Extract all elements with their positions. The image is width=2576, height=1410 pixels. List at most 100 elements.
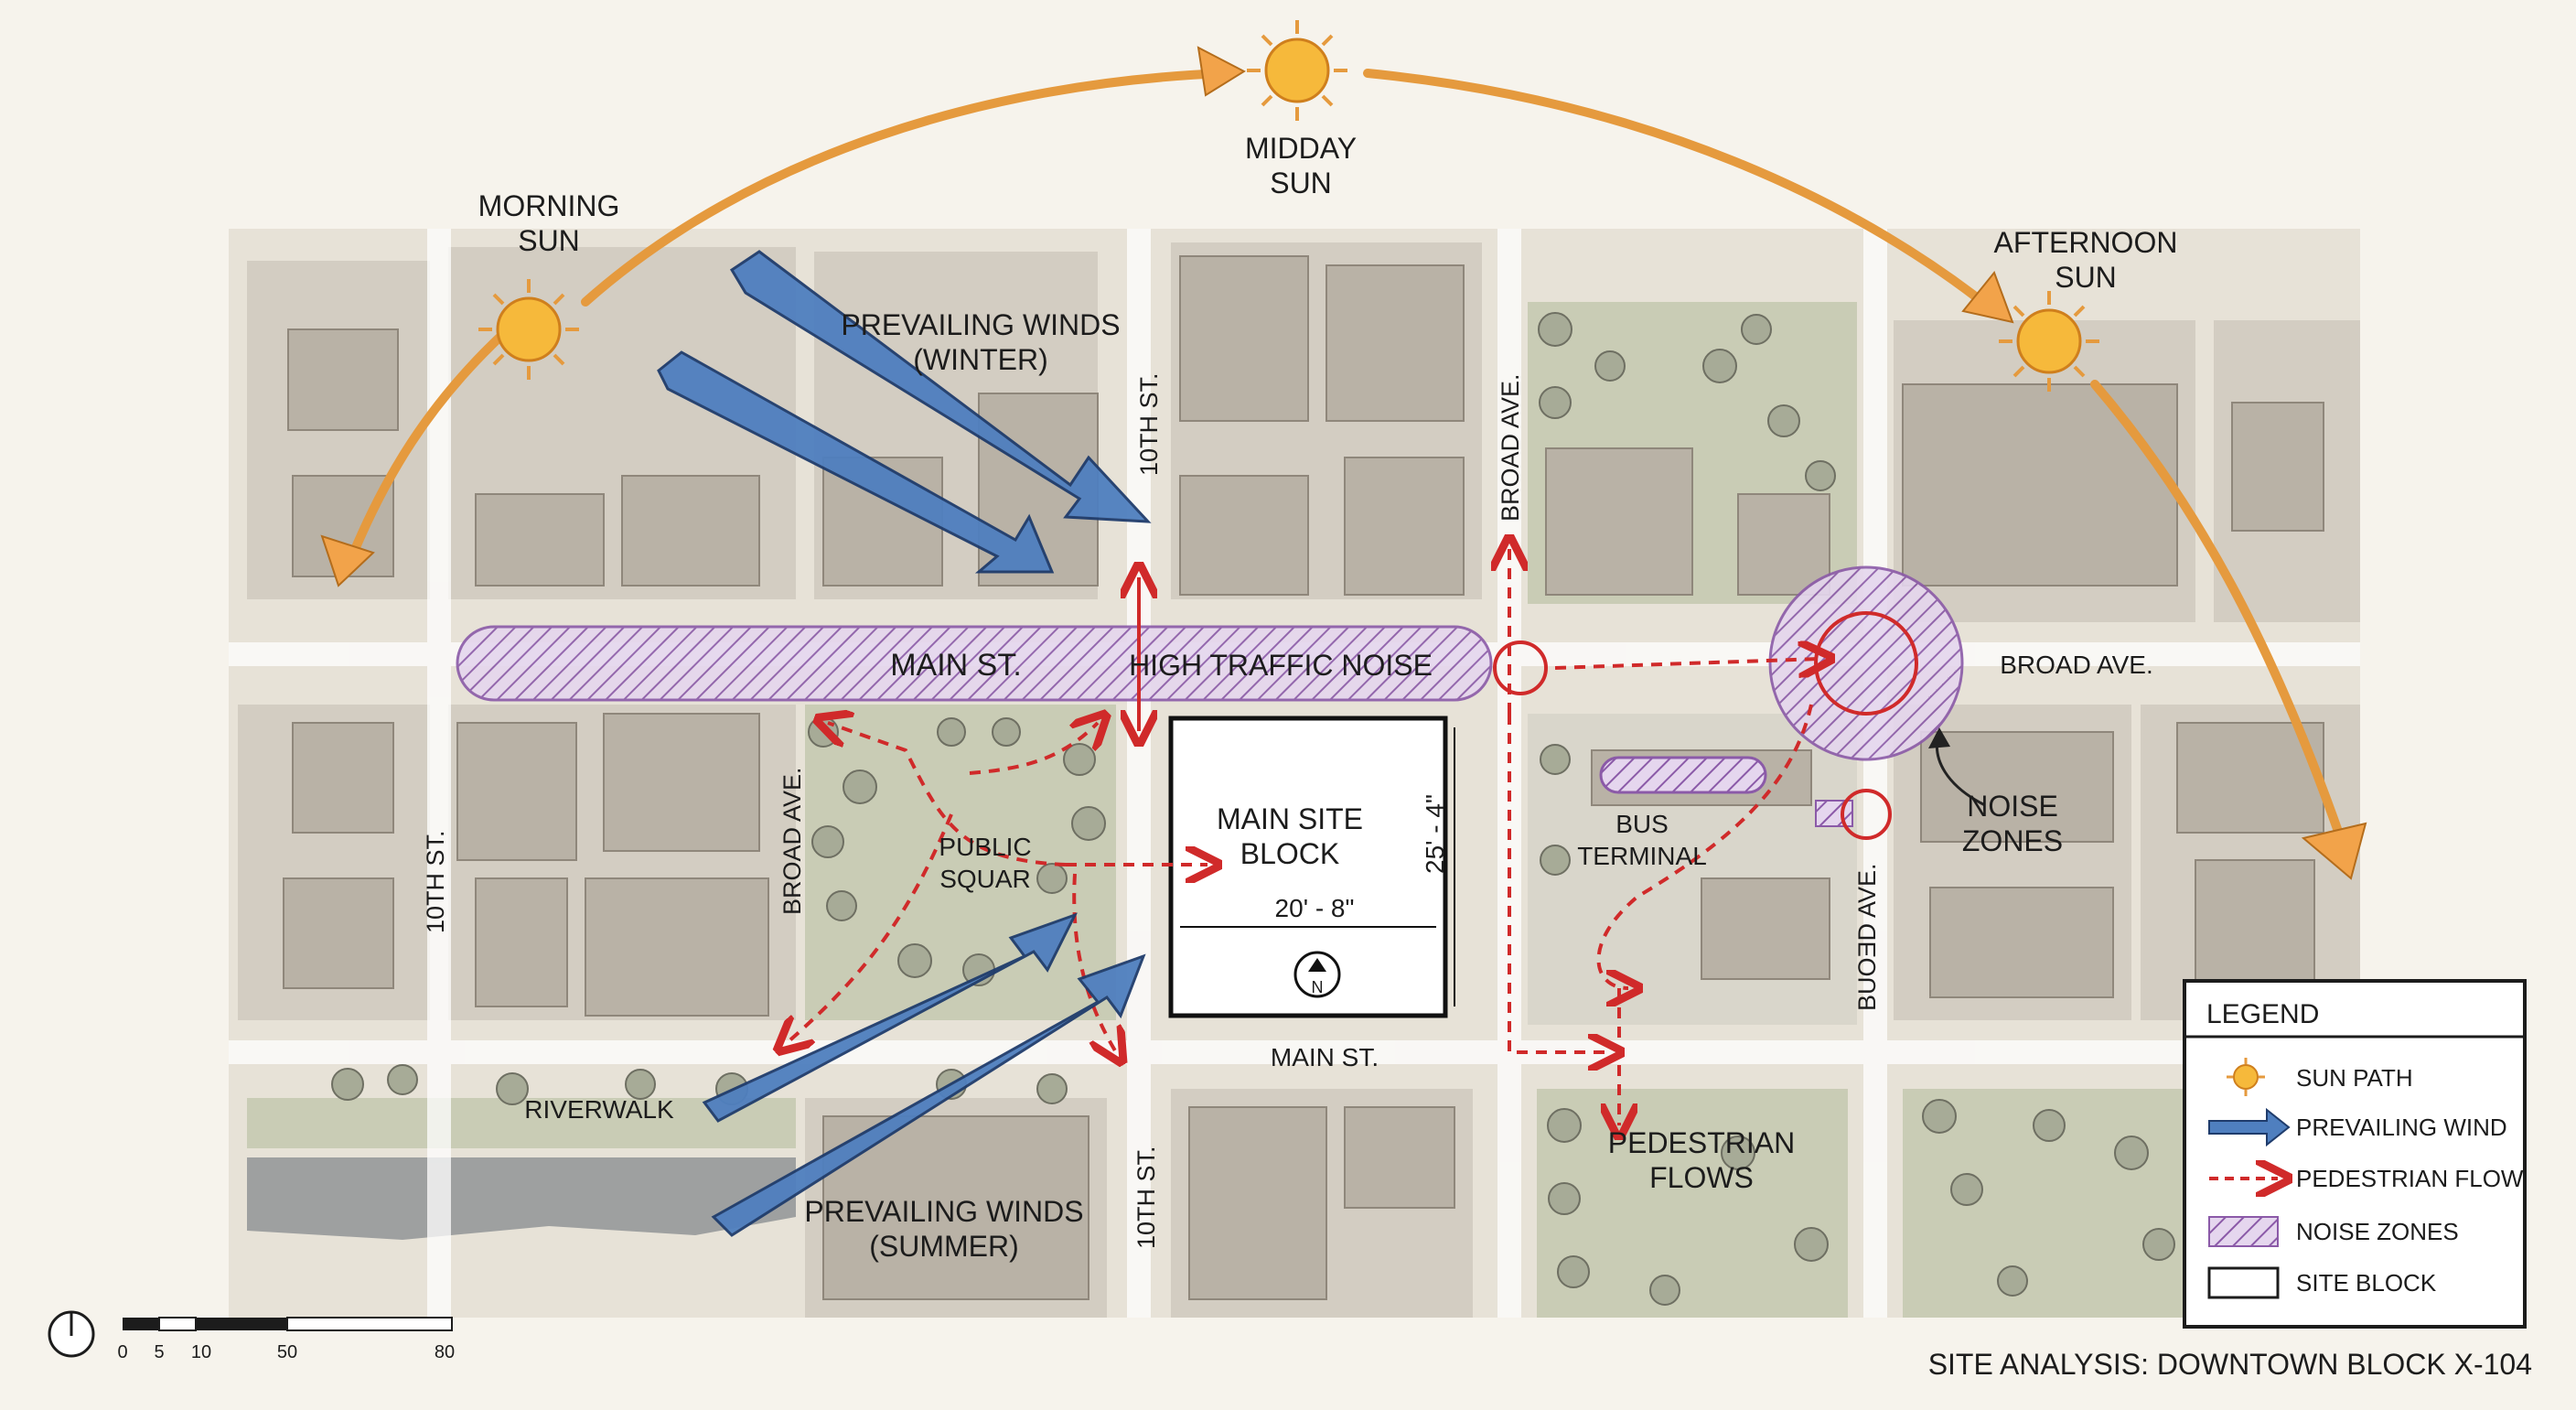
- building: [1920, 731, 2114, 843]
- bus-terminal-label-1: BUS: [1615, 810, 1669, 838]
- sun-path-arc-afternoon-down: [2090, 380, 2346, 846]
- main-street-upper-label: MAIN ST.: [890, 648, 1022, 683]
- public-square-label-2: SQUAR: [939, 865, 1031, 893]
- sun-disc: [496, 296, 562, 362]
- pedestrian-flows-label-1: PEDESTRIAN: [1608, 1126, 1795, 1159]
- legend-item-prevailing-wind: PREVAILING WIND: [2296, 1114, 2507, 1141]
- midday-sun-label-2: SUN: [1270, 167, 1332, 199]
- pedestrian-flow-square-north: [969, 723, 1098, 775]
- scale-segment: [196, 1318, 287, 1330]
- building: [1179, 255, 1309, 422]
- building: [1545, 447, 1693, 596]
- wind-summer-label-1: PREVAILING WINDS: [804, 1195, 1083, 1228]
- sun-path-arrowheads: [320, 46, 2367, 880]
- base-map: [229, 229, 2360, 1318]
- wind-arrows: [657, 250, 1152, 1237]
- scale-tick-5: 5: [154, 1342, 164, 1362]
- riverwalk-label: RIVERWALK: [524, 1095, 674, 1124]
- noise-ring: [1814, 611, 1918, 716]
- scale-segment: [286, 1317, 453, 1331]
- scale-tick-80: 80: [435, 1342, 455, 1362]
- building: [1902, 383, 2178, 587]
- wind-arrow-winter-2: [657, 350, 1055, 574]
- broad-ave-west-label: BROAD AVE.: [778, 767, 806, 915]
- sun-path-arc-morning-down: [343, 329, 508, 572]
- arrowhead: [320, 534, 375, 587]
- riverwalk-path: [247, 1098, 796, 1148]
- dimension-height-label: 25' - 4": [1421, 794, 1449, 874]
- dimension-width-label: 20' - 8": [1275, 894, 1355, 922]
- noise-ring: [1841, 789, 1892, 840]
- building: [1737, 493, 1830, 596]
- site-block-label-2: BLOCK: [1240, 837, 1339, 870]
- sun-path-arc-right: [1363, 69, 1999, 316]
- drawing-title: SITE ANALYSIS: DOWNTOWN BLOCK X-104: [1928, 1348, 2532, 1381]
- pedestrian-flow-terminal: [1596, 704, 1813, 988]
- building: [292, 722, 394, 834]
- trees: [331, 312, 2175, 1306]
- legend-wind-arrow-icon: [2208, 1107, 2291, 1147]
- legend-item-pedestrian-flow: PEDESTRIAN FLOW: [2296, 1165, 2524, 1192]
- building: [1929, 887, 2114, 998]
- tenth-st-west-label: 10TH ST.: [422, 830, 449, 933]
- building: [1188, 1106, 1327, 1300]
- pedestrian-flow-southwest: [787, 813, 953, 1043]
- bus-terminal-noise-zone: [1599, 756, 1767, 794]
- noise-zones-label-2: ZONES: [1962, 824, 2063, 857]
- sun-icon-morning: [478, 279, 579, 380]
- midday-sun-label-1: MIDDAY: [1245, 132, 1357, 165]
- pedestrian-flows-label-2: FLOWS: [1649, 1161, 1754, 1194]
- pedestrian-flows: [787, 549, 1820, 1125]
- legend: LEGEND SUN PATH PREVAILING WIND PEDESTRI…: [2183, 979, 2527, 1329]
- sun-rays: [1999, 291, 2099, 392]
- wind-arrow-winter-1: [729, 250, 1152, 523]
- public-square-label-1: PUBLIC: [939, 833, 1031, 861]
- legend-sun-icon: [2227, 1058, 2265, 1096]
- building: [1344, 1106, 1455, 1209]
- arrowhead: [1197, 46, 1247, 97]
- suns: [478, 20, 2099, 392]
- scale-tick-10: 10: [191, 1342, 211, 1362]
- building: [475, 877, 568, 1007]
- wind-arrow-summer-2: [711, 953, 1146, 1237]
- pedestrian-flow-square-northwest: [828, 723, 1067, 866]
- north-arrow-label: N: [1312, 978, 1324, 996]
- buildings: [283, 255, 2324, 1300]
- building: [1344, 457, 1465, 596]
- noise-ring: [1493, 640, 1548, 695]
- wind-winter-label-1: PREVAILING WINDS: [841, 308, 1120, 341]
- river: [247, 1157, 796, 1240]
- broad-ave-east-label: BROAD AVE.: [2000, 651, 2153, 679]
- building: [2195, 859, 2315, 998]
- park-block-south: [1537, 1089, 1848, 1318]
- sun-icon-midday: [1247, 20, 1347, 121]
- sun-path: [343, 69, 2346, 846]
- scale-tick-0: 0: [117, 1342, 127, 1362]
- site-block-label-1: MAIN SITE: [1217, 802, 1363, 835]
- building: [1326, 264, 1465, 422]
- north-arrow-head: [1308, 958, 1326, 972]
- sun-disc: [2016, 308, 2082, 374]
- noise-zones-label-1: NOISE: [1967, 790, 2058, 823]
- building: [2231, 402, 2324, 532]
- wind-arrow-summer-1: [702, 912, 1079, 1123]
- broad-ave-south-label: BUOƎD AVE.: [1853, 863, 1881, 1011]
- building: [603, 713, 760, 852]
- wind-summer-label-2: (SUMMER): [869, 1230, 1019, 1263]
- scale-bar: 0 5 10 50 80: [48, 1310, 455, 1362]
- main-street-noise-band: [456, 625, 1493, 702]
- legend-title: LEGEND: [2206, 999, 2319, 1029]
- broad-ave-north-label: BROAD AVE.: [1497, 373, 1524, 522]
- building: [283, 877, 394, 989]
- noise-rings: [1493, 611, 1918, 840]
- building: [621, 475, 760, 587]
- arrowhead: [1961, 271, 2014, 324]
- legend-noise-zone-swatch: [2208, 1216, 2279, 1247]
- morning-sun-label-1: MORNING: [478, 189, 620, 222]
- sun-disc: [1264, 38, 1330, 103]
- sun-path-arc-left: [581, 69, 1230, 307]
- scale-segment: [158, 1317, 197, 1331]
- building: [287, 328, 399, 431]
